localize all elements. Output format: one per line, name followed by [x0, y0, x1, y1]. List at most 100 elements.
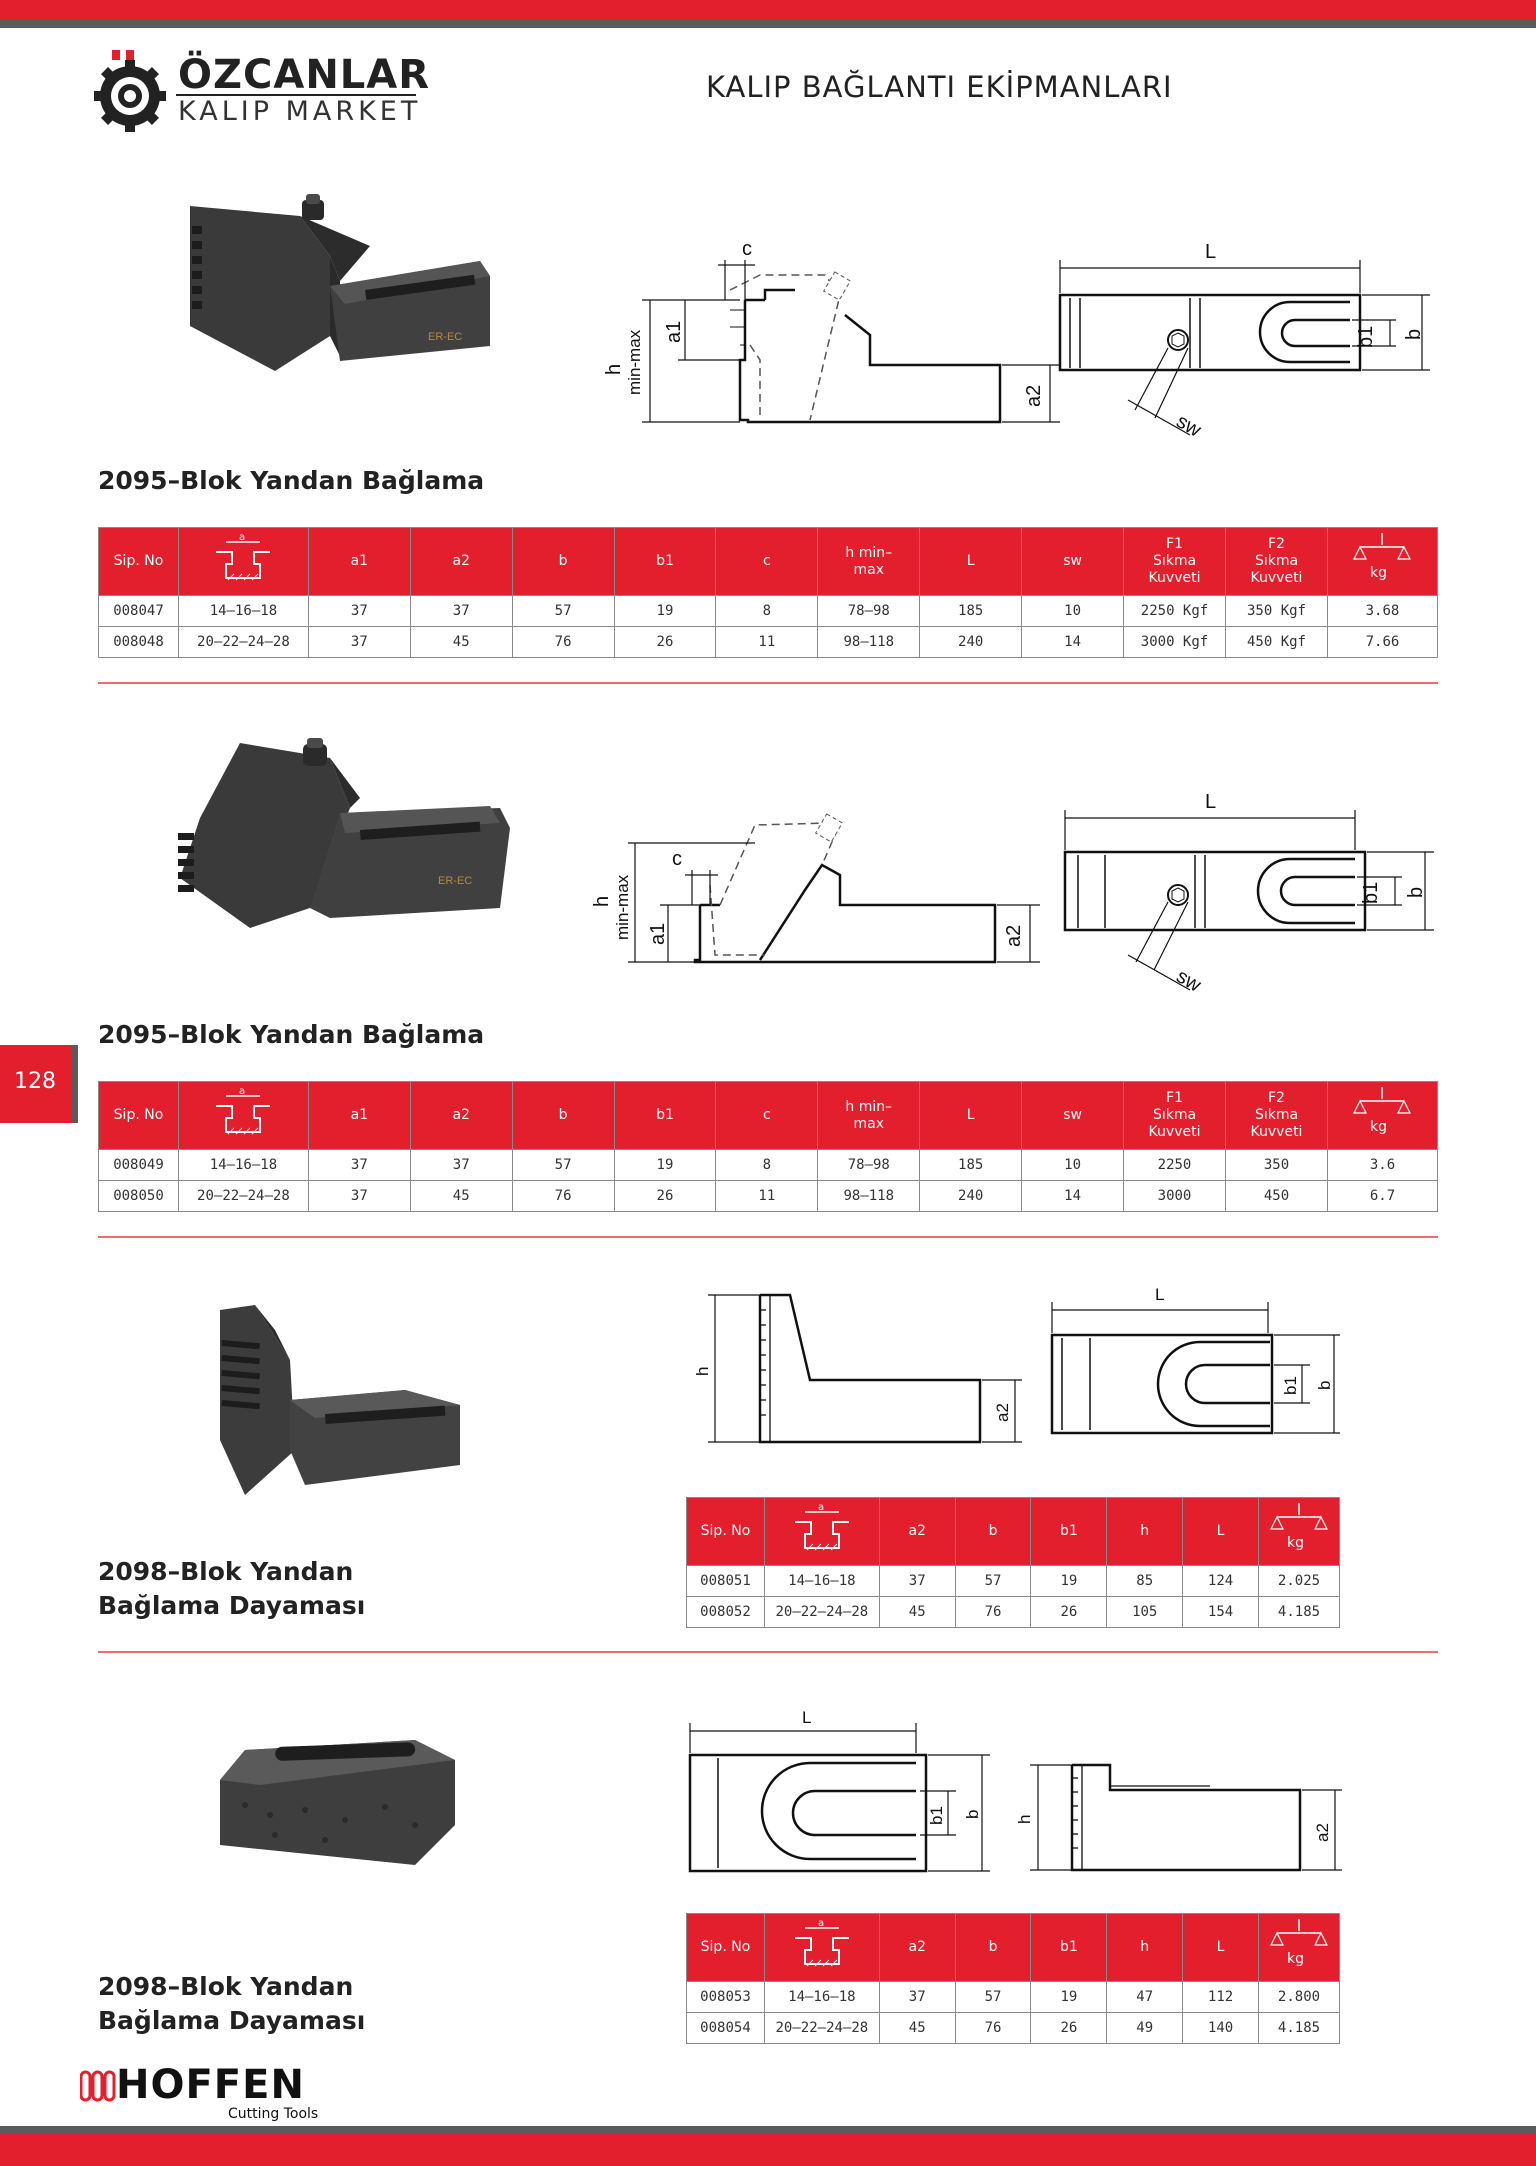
- cell: 37: [307, 1149, 411, 1181]
- dim-L: L: [1205, 791, 1216, 813]
- cell: 26: [613, 626, 717, 658]
- cell: 26: [1030, 2012, 1108, 2044]
- col-h: h: [1106, 1913, 1184, 1982]
- col-b1: b1: [1030, 1497, 1108, 1566]
- product-title-2098-b: 2098–Blok Yandan Bağlama Dayaması: [98, 1970, 365, 2038]
- col-h: h: [1106, 1497, 1184, 1566]
- col-kg: kg: [1326, 527, 1439, 596]
- cell: 45: [409, 1180, 513, 1212]
- dim-L: L: [1205, 241, 1216, 263]
- cell: 76: [954, 2012, 1032, 2044]
- drawing-side-view-2095-b: h min-max a1 c a2: [591, 813, 1040, 964]
- dim-a1: a1: [663, 321, 685, 343]
- page-heading: KALIP BAĞLANTI EKİPMANLARI: [706, 70, 1173, 104]
- cell: 008050: [98, 1180, 179, 1212]
- cell: 20–22–24–28: [763, 2012, 880, 2044]
- col-h: h min–max: [817, 527, 921, 596]
- cell: 14–16–18: [177, 1149, 309, 1181]
- dim-b: b: [1405, 887, 1427, 898]
- dim-a2: a2: [1003, 925, 1025, 947]
- cell: 4.185: [1258, 1596, 1340, 1628]
- cell: 14: [1021, 626, 1125, 658]
- cell: 11: [715, 626, 819, 658]
- col-L: L: [919, 527, 1023, 596]
- col-b1: b1: [613, 1081, 717, 1150]
- col-sw: sw: [1021, 527, 1125, 596]
- cell: 154: [1182, 1596, 1259, 1628]
- cell: 2250 Kgf: [1123, 595, 1226, 627]
- dim-a2: a2: [993, 1403, 1012, 1422]
- col-b: b: [511, 1081, 615, 1150]
- cell: 7.66: [1326, 626, 1439, 658]
- brand-subtitle: KALIP MARKET: [178, 96, 422, 127]
- spec-table-2098-a: Sip. No a a2 b b1 h L kg: [686, 1497, 1340, 1628]
- cell: 450 Kgf: [1225, 626, 1328, 658]
- product-photo-2095-a: ER-EC: [190, 194, 490, 371]
- cell: 10: [1021, 595, 1125, 627]
- cell: 14: [1021, 1180, 1125, 1212]
- cell: 2250: [1123, 1149, 1226, 1181]
- dim-b1: b1: [1360, 882, 1382, 904]
- col-a2: a2: [409, 1081, 513, 1150]
- cell: 37: [307, 1180, 411, 1212]
- cell: 20–22–24–28: [177, 626, 309, 658]
- svg-text:a: a: [818, 1920, 824, 1929]
- drawing-top-view-2095-b: L b b1 sw: [1063, 791, 1434, 997]
- col-f2: F2 Sıkma Kuvveti: [1225, 1081, 1328, 1150]
- cell: 78–98: [817, 595, 921, 627]
- cell: 008052: [686, 1596, 765, 1628]
- dim-L: L: [802, 1708, 811, 1727]
- cell: 57: [511, 595, 615, 627]
- svg-text:kg: kg: [1370, 565, 1387, 581]
- cell: 2.800: [1257, 1981, 1341, 2013]
- cell: 008053: [686, 1981, 765, 2013]
- col-a: a: [763, 1913, 880, 1982]
- dim-minmax: min-max: [613, 874, 632, 940]
- cell: 008047: [98, 595, 179, 627]
- col-a: a: [177, 527, 309, 596]
- col-f1: F1 Sıkma Kuvveti: [1123, 1081, 1226, 1150]
- dim-c: c: [742, 238, 752, 260]
- page-number: 128: [14, 1069, 56, 1094]
- cell: 26: [1030, 1596, 1108, 1628]
- scale-icon: kg: [1270, 1503, 1328, 1551]
- cell: 8: [715, 1149, 819, 1181]
- dim-a2: a2: [1313, 1823, 1332, 1842]
- col-c: c: [715, 1081, 819, 1150]
- cell: 2.025: [1258, 1565, 1340, 1597]
- cell: 19: [1030, 1981, 1108, 2013]
- product-photo-2095-b: ER-EC: [178, 738, 510, 928]
- col-sw: sw: [1021, 1081, 1125, 1150]
- cell: 37: [307, 626, 411, 658]
- dim-b1: b1: [1355, 326, 1377, 348]
- col-a: a: [177, 1081, 309, 1150]
- section-divider: [98, 682, 1438, 684]
- cell: 11: [715, 1180, 819, 1212]
- cell: 37: [878, 1981, 956, 2013]
- cell: 3000 Kgf: [1123, 626, 1226, 658]
- product-title-2095-b: 2095–Blok Yandan Bağlama: [98, 1020, 485, 1049]
- cell: 45: [878, 2012, 956, 2044]
- cell: 008051: [686, 1565, 765, 1597]
- col-a2: a2: [409, 527, 513, 596]
- col-h: h min–max: [817, 1081, 921, 1150]
- photo-marking: ER-EC: [438, 875, 472, 887]
- cell: 19: [1030, 1565, 1108, 1597]
- cell: 240: [919, 626, 1023, 658]
- dim-h: h: [591, 896, 613, 907]
- slot-profile-icon: a: [216, 1086, 271, 1135]
- cell: 76: [511, 626, 615, 658]
- drawing-top-view-2098-a: L b b1: [1050, 1285, 1340, 1435]
- cell: 185: [919, 1149, 1023, 1181]
- col-sip-no: Sip. No: [98, 1081, 179, 1150]
- cell: 3.68: [1326, 595, 1439, 627]
- dim-a1: a1: [647, 923, 669, 945]
- dim-b: b: [1403, 329, 1425, 340]
- col-b: b: [954, 1913, 1032, 1982]
- cell: 105: [1106, 1596, 1184, 1628]
- drawing-side-view-2098-b: h a2: [1015, 1763, 1342, 1872]
- dim-minmax: min-max: [625, 329, 644, 395]
- title-line-2: Bağlama Dayaması: [98, 2006, 366, 2035]
- col-kg: kg: [1258, 1497, 1340, 1566]
- col-a2: a2: [878, 1913, 956, 1982]
